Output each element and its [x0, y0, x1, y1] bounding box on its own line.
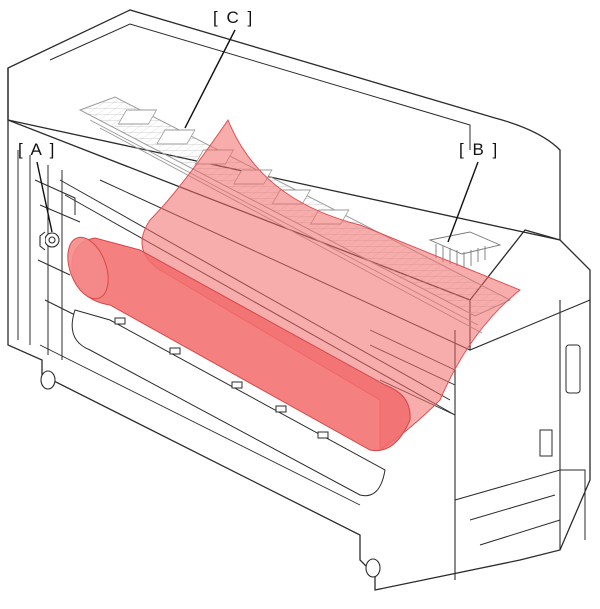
left-mechanism	[34, 179, 81, 316]
left-frame	[17, 150, 63, 360]
paper-roll-end	[67, 236, 109, 300]
printer-body	[7, 68, 591, 591]
lower-cabinet	[454, 469, 586, 546]
side-vent	[539, 429, 553, 457]
printer-top-inner-edge	[49, 23, 471, 150]
roll-clips	[114, 317, 329, 439]
callout-b-leader	[447, 161, 479, 243]
callout-a-label: [ A ]	[18, 140, 57, 159]
roll-holder-gear	[39, 231, 60, 251]
callout-c-label: [ C ]	[213, 8, 255, 27]
printer-right-panel	[454, 299, 591, 580]
paper-sheet-top	[141, 118, 521, 451]
foot-left	[40, 370, 56, 390]
callout-c-leader	[184, 29, 236, 129]
side-handle	[565, 344, 581, 394]
callout-a-leader	[36, 161, 53, 233]
foot-right	[365, 558, 381, 578]
cutter-unit	[428, 231, 502, 268]
lower-roll	[71, 309, 386, 497]
callout-b-label: [ B ]	[459, 140, 500, 159]
printer-top-cover	[7, 9, 561, 241]
